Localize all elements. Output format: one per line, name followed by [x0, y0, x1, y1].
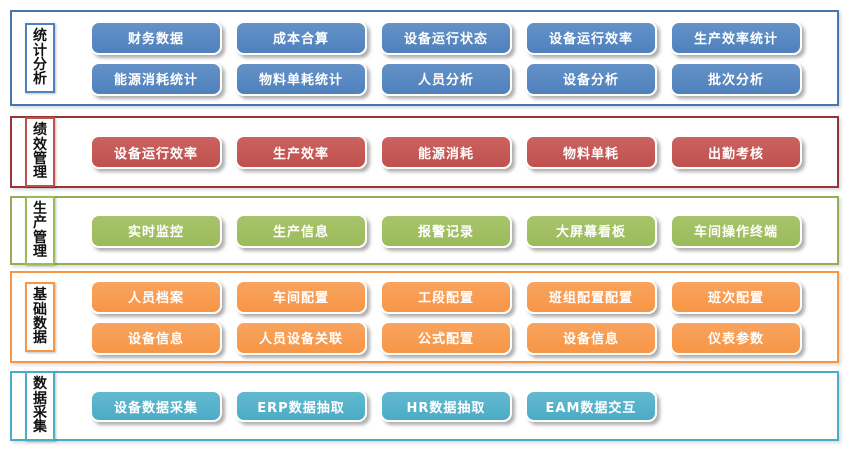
module-block: 工段配置 [380, 279, 512, 314]
module-block: 人员设备关联 [235, 320, 367, 355]
module-block: 设备分析 [525, 61, 657, 96]
module-block: 班组配置配置 [525, 279, 657, 314]
button-row: 设备信息 人员设备关联 公式配置 设备信息 仪表参数 [90, 320, 802, 355]
section-label-area: 基础数据 [12, 282, 90, 352]
module-block: 物料单耗统计 [235, 61, 367, 96]
module-block: 设备数据采集 [90, 390, 222, 422]
module-block: 班次配置 [670, 279, 802, 314]
section-label-statistics-analysis: 统计分析 [25, 23, 55, 93]
button-row: 设备数据采集 ERP数据抽取 HR数据抽取 EAM数据交互 [90, 390, 657, 422]
module-block: 成本合算 [235, 20, 367, 55]
module-block: 生产效率 [235, 135, 367, 169]
section-production-management: 生产管理 实时监控 生产信息 报警记录 大屏幕看板 车间操作终端 [10, 195, 839, 266]
module-block: 仪表参数 [670, 320, 802, 355]
section-label-performance-management: 绩效管理 [25, 117, 55, 187]
module-block: 生产信息 [235, 213, 367, 248]
module-rows: 设备数据采集 ERP数据抽取 HR数据抽取 EAM数据交互 [90, 390, 657, 422]
module-block: 出勤考核 [670, 135, 802, 169]
module-block: 生产效率统计 [670, 20, 802, 55]
module-rows: 设备运行效率 生产效率 能源消耗 物料单耗 出勤考核 [90, 135, 802, 169]
section-label-data-collection: 数据采集 [25, 371, 55, 441]
button-row: 财务数据 成本合算 设备运行状态 设备运行效率 生产效率统计 [90, 20, 802, 55]
button-row: 实时监控 生产信息 报警记录 大屏幕看板 车间操作终端 [90, 213, 802, 248]
module-block: 报警记录 [380, 213, 512, 248]
module-block: 批次分析 [670, 61, 802, 96]
module-rows: 财务数据 成本合算 设备运行状态 设备运行效率 生产效率统计 能源消耗统计 物料… [90, 20, 802, 96]
module-block: 车间操作终端 [670, 213, 802, 248]
button-row: 能源消耗统计 物料单耗统计 人员分析 设备分析 批次分析 [90, 61, 802, 96]
module-block: 设备信息 [525, 320, 657, 355]
section-label-area: 绩效管理 [12, 117, 90, 187]
module-block: 大屏幕看板 [525, 213, 657, 248]
section-performance-management: 绩效管理 设备运行效率 生产效率 能源消耗 物料单耗 出勤考核 [10, 116, 839, 188]
module-block: 设备运行效率 [90, 135, 222, 169]
module-block: ERP数据抽取 [235, 390, 367, 422]
module-block: 实时监控 [90, 213, 222, 248]
module-block: 设备运行状态 [380, 20, 512, 55]
module-rows: 实时监控 生产信息 报警记录 大屏幕看板 车间操作终端 [90, 213, 802, 248]
section-label-area: 生产管理 [12, 195, 90, 266]
module-block: 能源消耗统计 [90, 61, 222, 96]
module-block: 设备信息 [90, 320, 222, 355]
module-block: 人员档案 [90, 279, 222, 314]
button-row: 人员档案 车间配置 工段配置 班组配置配置 班次配置 [90, 279, 802, 314]
button-row: 设备运行效率 生产效率 能源消耗 物料单耗 出勤考核 [90, 135, 802, 169]
module-block: 设备运行效率 [525, 20, 657, 55]
module-block: 能源消耗 [380, 135, 512, 169]
module-block: HR数据抽取 [380, 390, 512, 422]
module-block: 公式配置 [380, 320, 512, 355]
section-data-collection: 数据采集 设备数据采集 ERP数据抽取 HR数据抽取 EAM数据交互 [10, 371, 839, 441]
section-statistics-analysis: 统计分析 财务数据 成本合算 设备运行状态 设备运行效率 生产效率统计 能源消耗… [10, 10, 839, 106]
module-block: 车间配置 [235, 279, 367, 314]
module-block: 物料单耗 [525, 135, 657, 169]
module-rows: 人员档案 车间配置 工段配置 班组配置配置 班次配置 设备信息 人员设备关联 公… [90, 279, 802, 355]
section-base-data: 基础数据 人员档案 车间配置 工段配置 班组配置配置 班次配置 设备信息 人员设… [10, 271, 839, 363]
module-block: 财务数据 [90, 20, 222, 55]
section-label-base-data: 基础数据 [25, 282, 55, 352]
section-label-area: 数据采集 [12, 371, 90, 441]
module-block: EAM数据交互 [525, 390, 657, 422]
module-block: 人员分析 [380, 61, 512, 96]
section-label-area: 统计分析 [12, 23, 90, 93]
section-label-production-management: 生产管理 [25, 195, 55, 266]
